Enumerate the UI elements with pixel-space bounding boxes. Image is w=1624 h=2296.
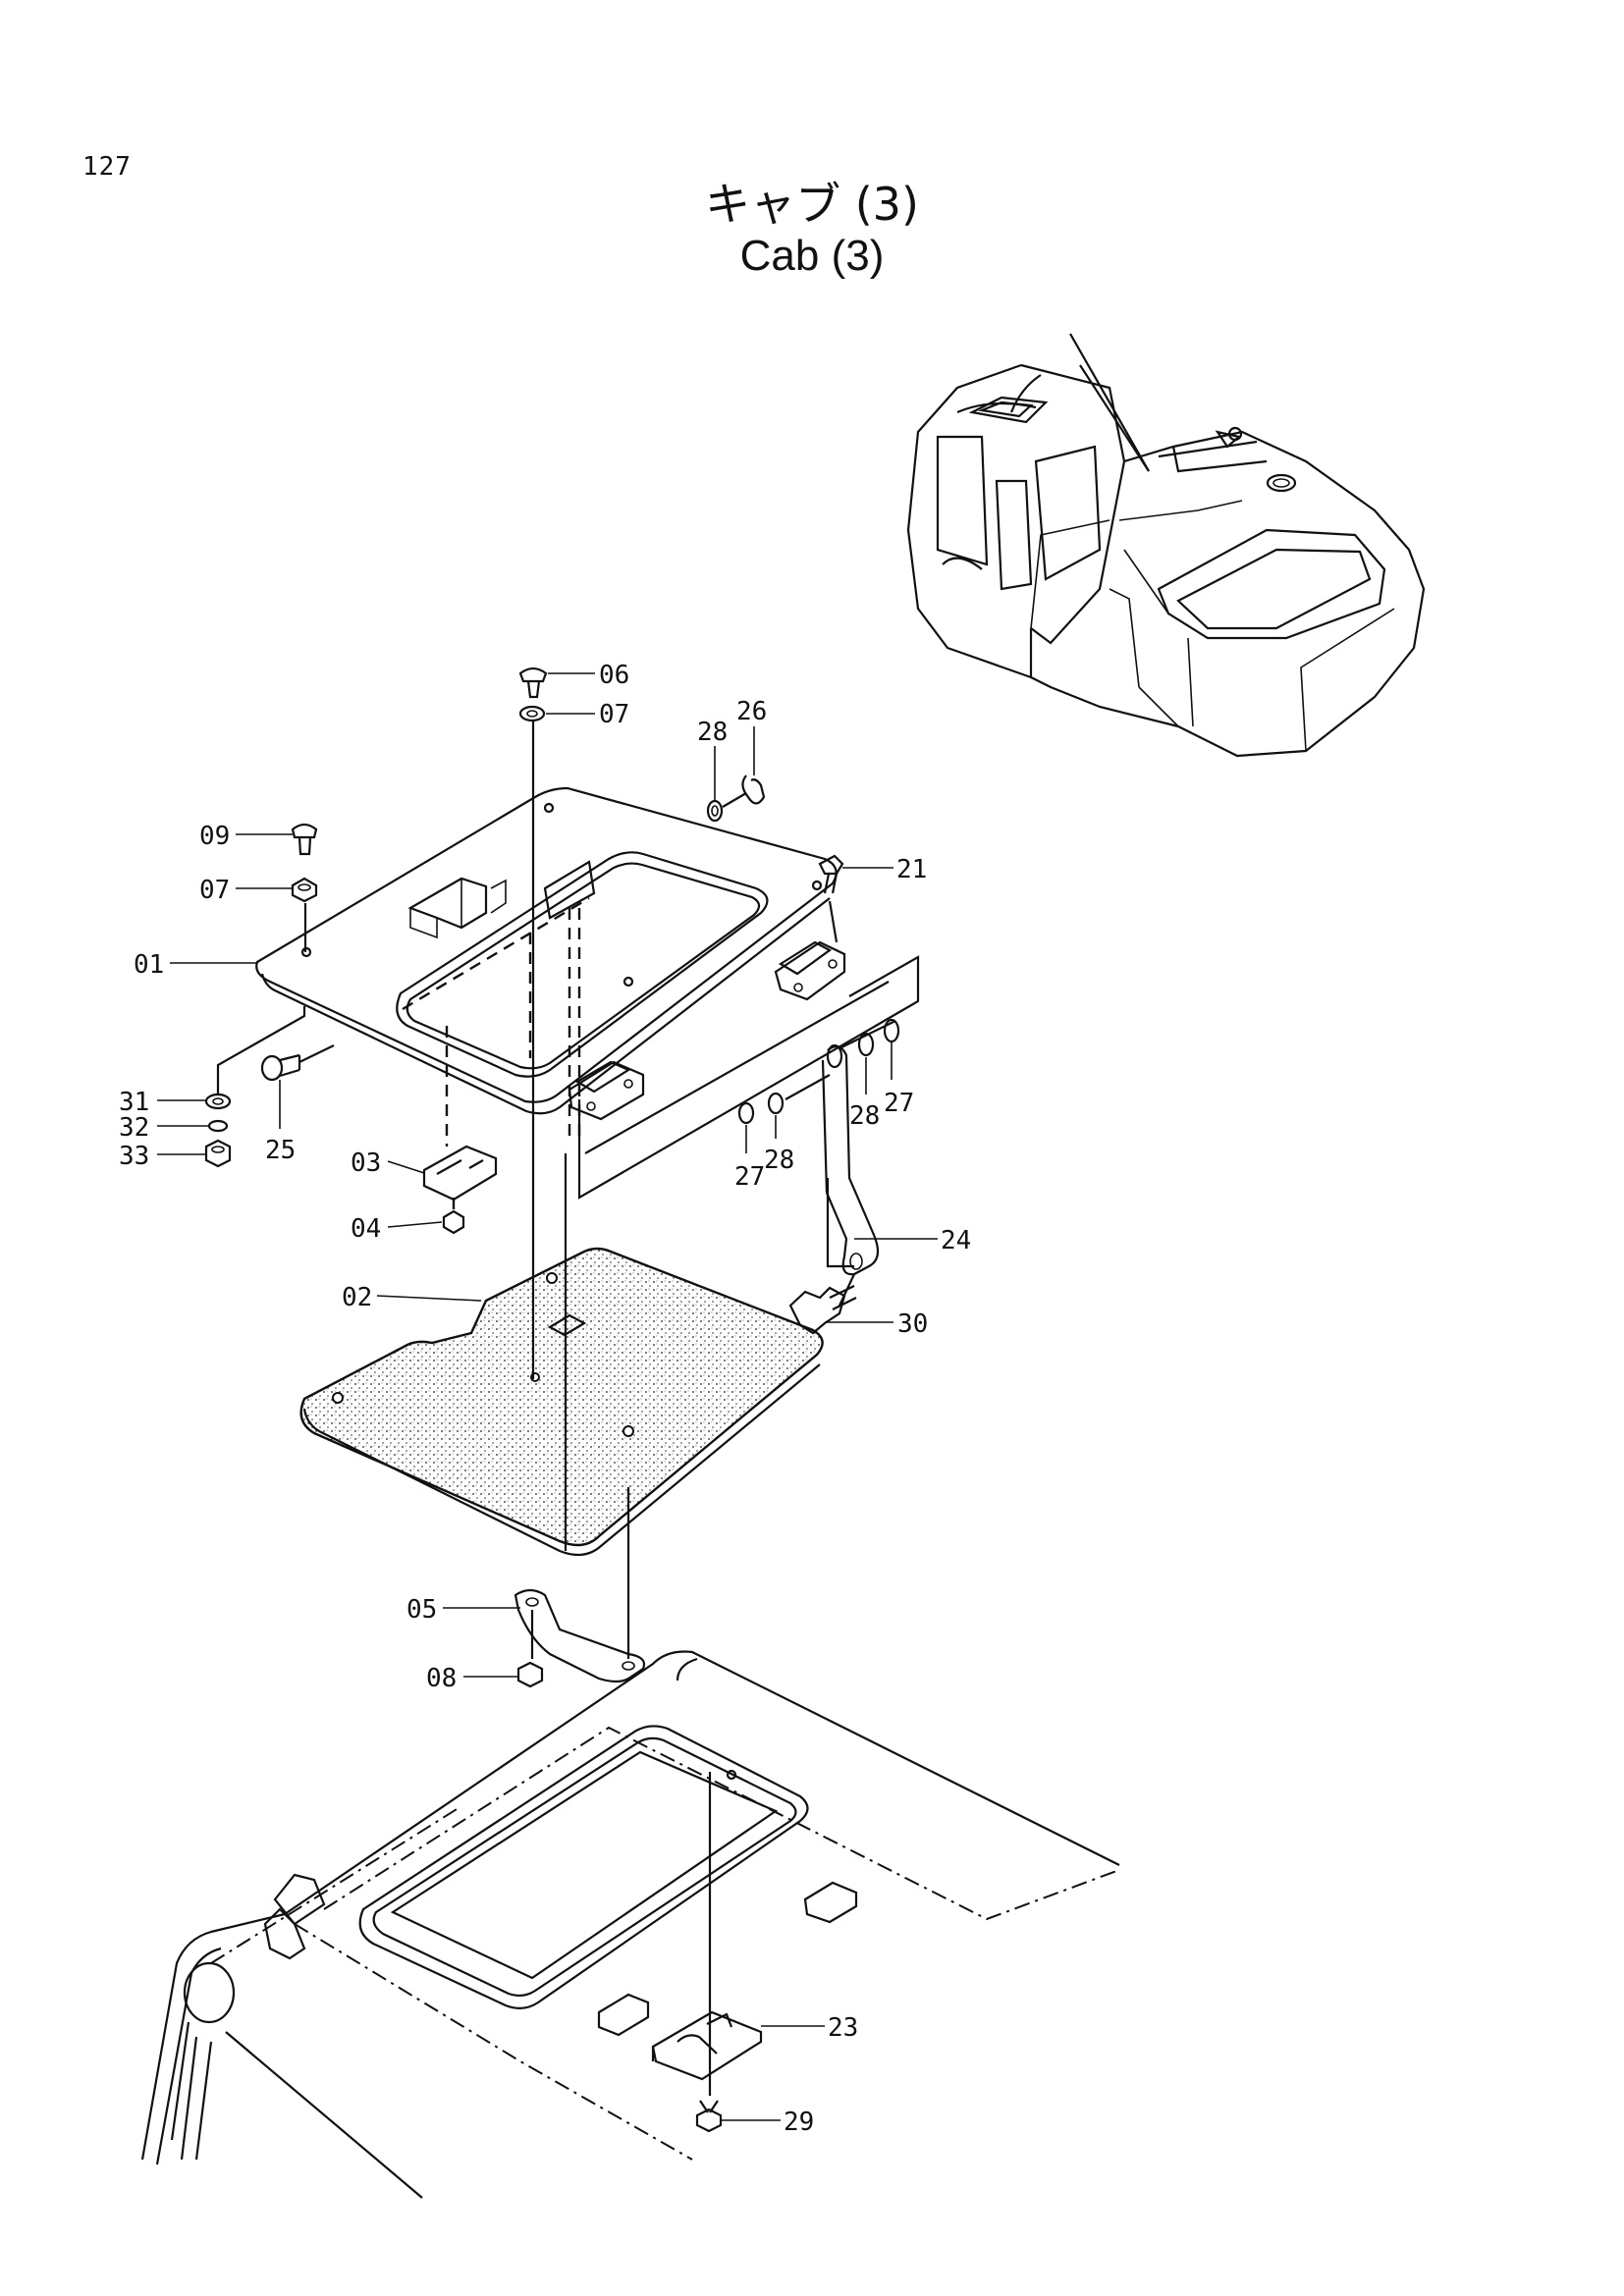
callout-28-right: 28 bbox=[849, 1101, 880, 1131]
callout-31: 31 bbox=[119, 1088, 149, 1117]
callout-25: 25 bbox=[265, 1136, 296, 1165]
callout-27-lower: 27 bbox=[734, 1162, 765, 1192]
callout-04: 04 bbox=[351, 1214, 381, 1244]
callout-23: 23 bbox=[828, 2013, 858, 2043]
callout-02: 02 bbox=[342, 1283, 372, 1312]
cab-roof-body bbox=[140, 1650, 1120, 2199]
page-title-english: Cab (3) bbox=[739, 232, 885, 280]
callouts: 06 07 28 26 09 07 21 01 31 32 33 25 bbox=[119, 661, 971, 2137]
callout-07-upper: 07 bbox=[599, 700, 629, 729]
callout-05: 05 bbox=[406, 1595, 437, 1625]
excavator-overview-illustration bbox=[906, 333, 1426, 758]
callout-07-left: 07 bbox=[199, 876, 230, 905]
callout-26: 26 bbox=[736, 697, 767, 726]
callout-28-top: 28 bbox=[697, 718, 728, 747]
page-number: 127 bbox=[82, 152, 132, 182]
callout-32: 32 bbox=[119, 1113, 149, 1143]
callout-21: 21 bbox=[896, 855, 927, 884]
callout-08: 08 bbox=[426, 1664, 457, 1693]
callout-33: 33 bbox=[119, 1142, 149, 1171]
callout-06: 06 bbox=[599, 661, 629, 690]
callout-27-right: 27 bbox=[884, 1089, 914, 1118]
callout-01: 01 bbox=[134, 950, 164, 980]
callout-30: 30 bbox=[897, 1309, 928, 1339]
page-title-japanese: キャブ (3) bbox=[705, 178, 919, 231]
callout-28-lower: 28 bbox=[764, 1146, 794, 1175]
roof-hatch-frame bbox=[255, 786, 846, 1121]
callout-24: 24 bbox=[941, 1226, 971, 1255]
callout-03: 03 bbox=[351, 1148, 381, 1178]
assembly-lines bbox=[216, 721, 920, 2096]
callout-29: 29 bbox=[784, 2108, 814, 2137]
callout-09: 09 bbox=[199, 822, 230, 851]
hatch-mat-plate bbox=[299, 1247, 824, 1557]
